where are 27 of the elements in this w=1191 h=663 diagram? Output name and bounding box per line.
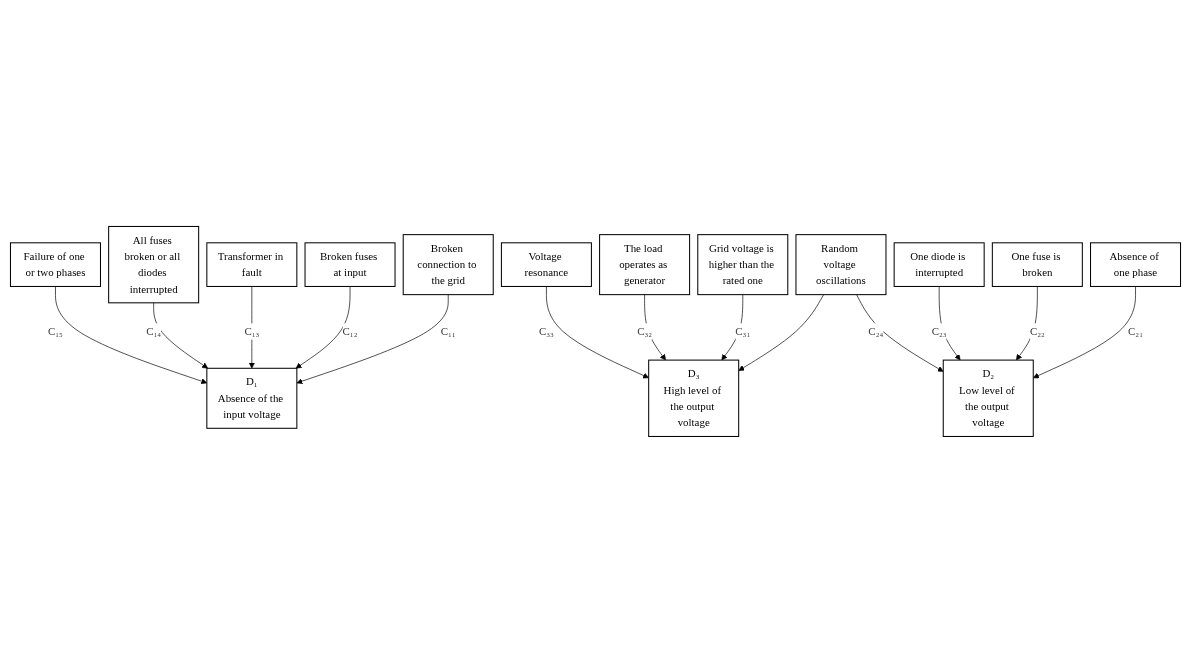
node-box: One fuse is broken xyxy=(991,242,1083,287)
node-box: Voltage resonance xyxy=(500,242,592,287)
edge-label: C₂₁ xyxy=(1128,325,1143,337)
node-box: Random voltage oscillations xyxy=(795,234,887,296)
node-box: D₁ Absence of the input voltage xyxy=(206,367,298,429)
edge-label: C₃₂ xyxy=(637,325,653,337)
node-box: Broken connection to the grid xyxy=(402,234,494,296)
node-box: Transformer in fault xyxy=(206,242,298,287)
node-box: D₂ Low level of the output voltage xyxy=(942,359,1034,437)
edge-label: C₃₃ xyxy=(538,325,554,337)
node-box: The load operates as generator xyxy=(599,234,691,296)
node-box: All fuses broken or all diodes interrupted xyxy=(108,226,200,304)
node-box: Failure of one or two phases xyxy=(9,242,101,287)
edge-label: C₁₃ xyxy=(244,325,260,337)
edge-label: C₂₃ xyxy=(931,325,947,337)
edge-label: C₂₂ xyxy=(1029,325,1045,337)
edge-label: C₁₂ xyxy=(342,325,358,337)
edge-label: C₁₅ xyxy=(48,325,63,337)
edge-label: C₂₄ xyxy=(868,325,884,337)
node-box: Broken fuses at input xyxy=(304,242,396,287)
node-box: Absence of one phase xyxy=(1090,242,1182,287)
node-box: One diode is interrupted xyxy=(893,242,985,287)
node-box: Grid voltage is higher than the rated one xyxy=(697,234,789,296)
edge-label: C₁₁ xyxy=(440,325,456,337)
edge-label: C₁₄ xyxy=(146,325,162,337)
node-box: D₃ High level of the output voltage xyxy=(648,359,740,437)
edge-label: C₃₁ xyxy=(735,325,751,337)
